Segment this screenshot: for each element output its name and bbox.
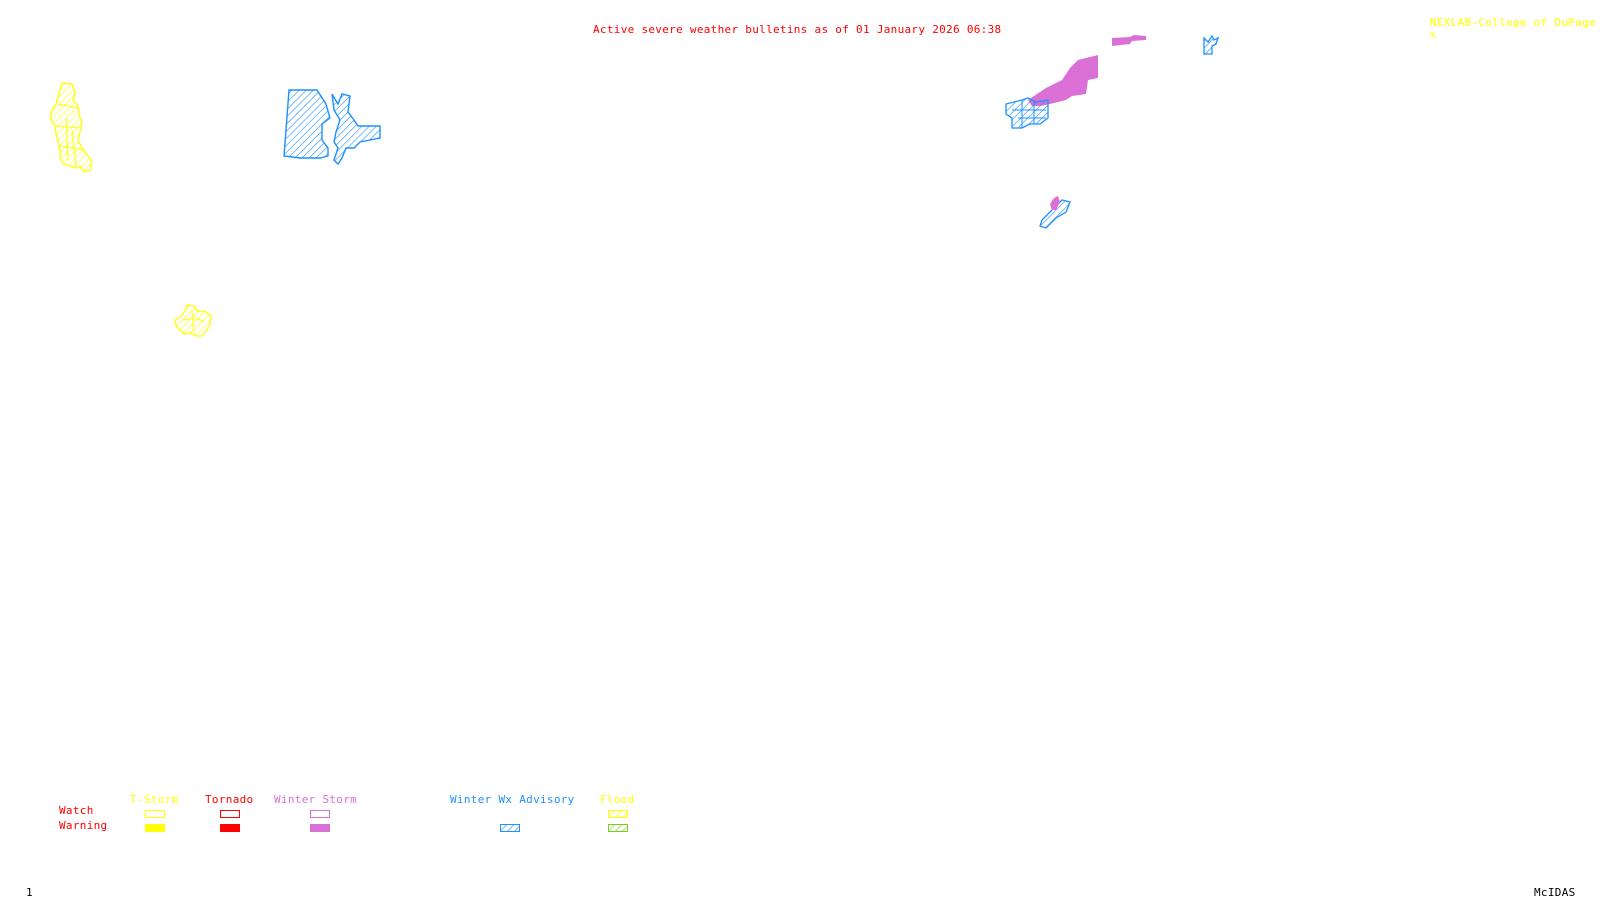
legend-swatch-tstorm-watch bbox=[145, 810, 165, 818]
legend-swatch-tornado-warning bbox=[220, 824, 240, 832]
legend-label-tornado: Tornado bbox=[205, 793, 254, 806]
winter-advisory-area-northeast bbox=[1203, 34, 1220, 55]
legend-swatch-winter-storm-watch bbox=[310, 810, 330, 818]
page-title: Active severe weather bulletins as of 01… bbox=[593, 23, 1002, 36]
credit-label: NEXLAB-College of DuPage ⇱ bbox=[1416, 5, 1596, 41]
legend-label-tstorm: T-Storm bbox=[130, 793, 179, 806]
legend-swatch-tornado-watch bbox=[220, 810, 240, 818]
legend-label-winter-wx-advisory: Winter Wx Advisory bbox=[450, 793, 575, 806]
legend-swatch-winter-storm-warning bbox=[310, 824, 330, 832]
frame-number: 1 bbox=[26, 886, 33, 899]
legend-row-label-warning: Warning bbox=[59, 819, 108, 832]
legend-swatch-winter-wx-advisory-warning bbox=[500, 824, 520, 832]
winter-advisory-area-east bbox=[1039, 199, 1071, 229]
legend-swatch-flood-watch bbox=[608, 810, 628, 818]
tstorm-watch-area-southwest bbox=[174, 304, 212, 337]
winter-advisory-area-great-lakes bbox=[1005, 97, 1049, 129]
cursor-arrow-icon: ⇱ bbox=[1429, 28, 1437, 41]
legend-label-flood: Flood bbox=[600, 793, 635, 806]
legend-label-winter-storm: Winter Storm bbox=[274, 793, 358, 806]
winter-advisory-area-north bbox=[283, 89, 381, 166]
legend-row-label-watch: Watch bbox=[59, 804, 94, 817]
legend-swatch-flood-warning bbox=[608, 824, 628, 832]
credit-text: NEXLAB-College of DuPage bbox=[1429, 16, 1597, 29]
tstorm-watch-area-west bbox=[49, 82, 93, 173]
software-label: McIDAS bbox=[1534, 886, 1576, 899]
legend-swatch-tstorm-warning bbox=[145, 824, 165, 832]
winter-storm-warning-area-great-lakes bbox=[1028, 35, 1146, 106]
winter-storm-warning-area-east bbox=[1050, 196, 1060, 210]
